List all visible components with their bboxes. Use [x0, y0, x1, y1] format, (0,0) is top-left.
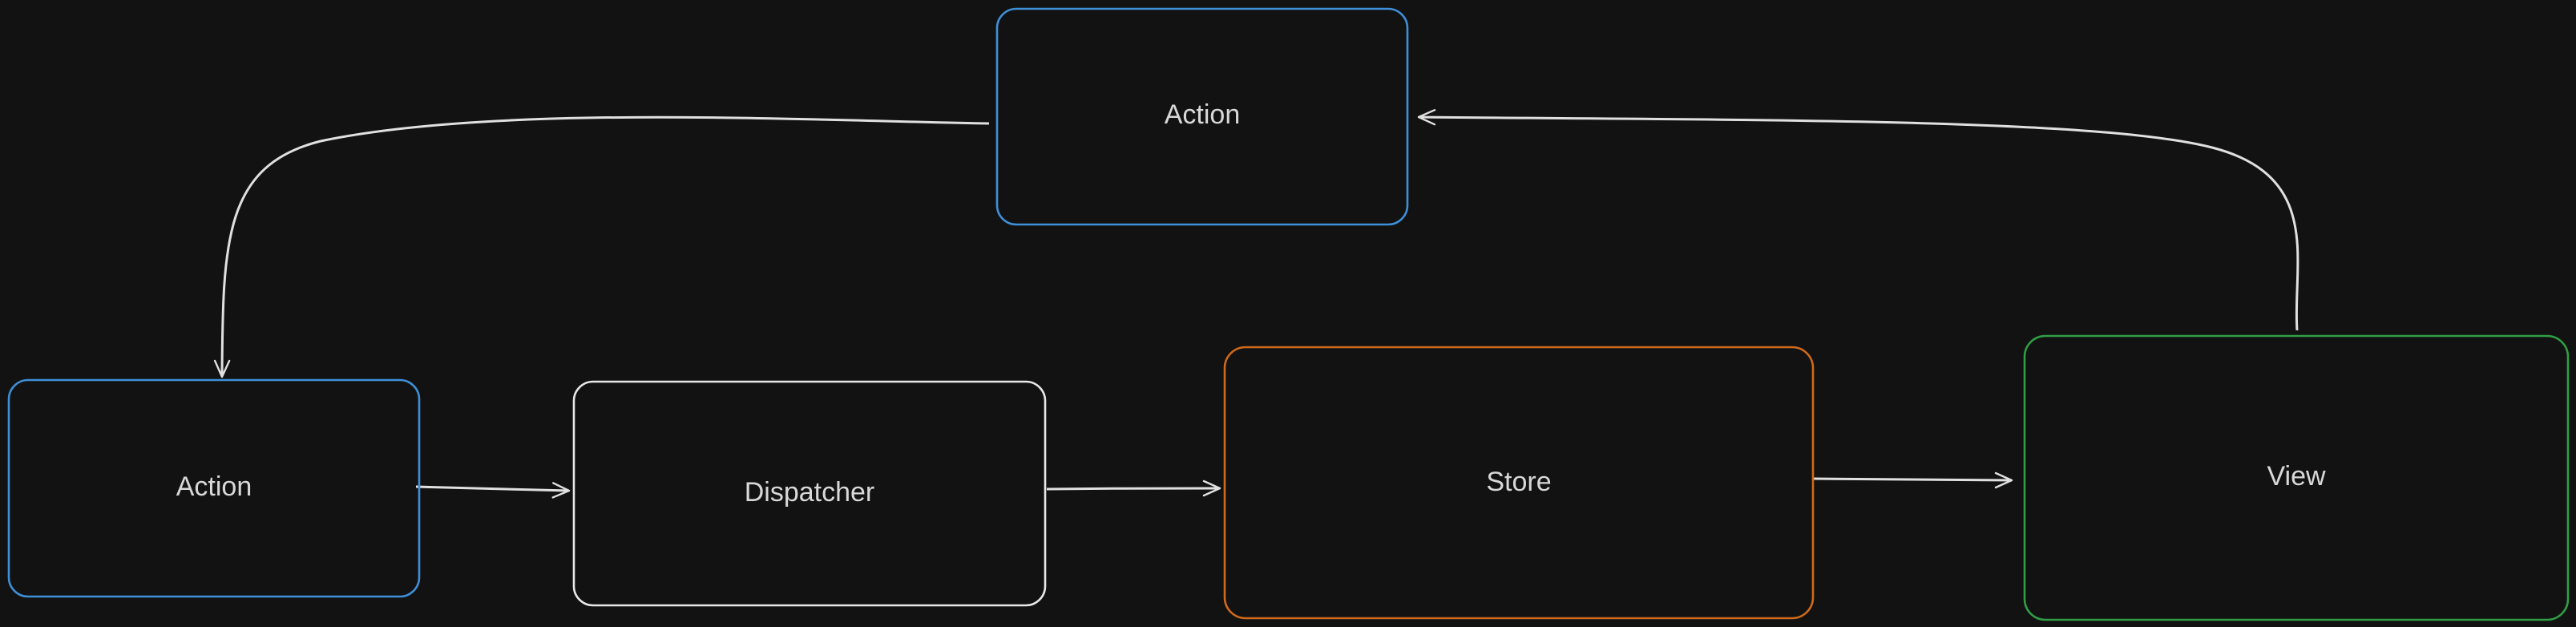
edge-action-top-to-action-left	[213, 115, 990, 378]
node-store[interactable]: Store	[1223, 346, 1815, 620]
node-label: Store	[1486, 467, 1551, 497]
node-label: Dispatcher	[745, 477, 875, 508]
node-label: View	[2267, 461, 2326, 491]
edge-action-left-to-dispatcher	[415, 482, 571, 499]
edge-store-to-view	[1812, 471, 2013, 489]
node-view[interactable]: View	[2023, 334, 2570, 621]
node-box	[7, 378, 421, 598]
node-box	[2023, 334, 2570, 621]
edge-dispatcher-to-store	[1046, 479, 1221, 497]
node-action-left[interactable]: Action	[7, 378, 421, 598]
node-label: Action	[1165, 99, 1241, 130]
edges	[213, 108, 2299, 499]
node-box	[572, 380, 1047, 607]
node-box	[995, 7, 1409, 226]
edge-view-to-action-top	[1417, 108, 2299, 331]
node-action-top[interactable]: Action	[995, 7, 1409, 226]
node-dispatcher[interactable]: Dispatcher	[572, 380, 1047, 607]
node-label: Action	[176, 471, 252, 502]
node-box	[1223, 346, 1815, 620]
